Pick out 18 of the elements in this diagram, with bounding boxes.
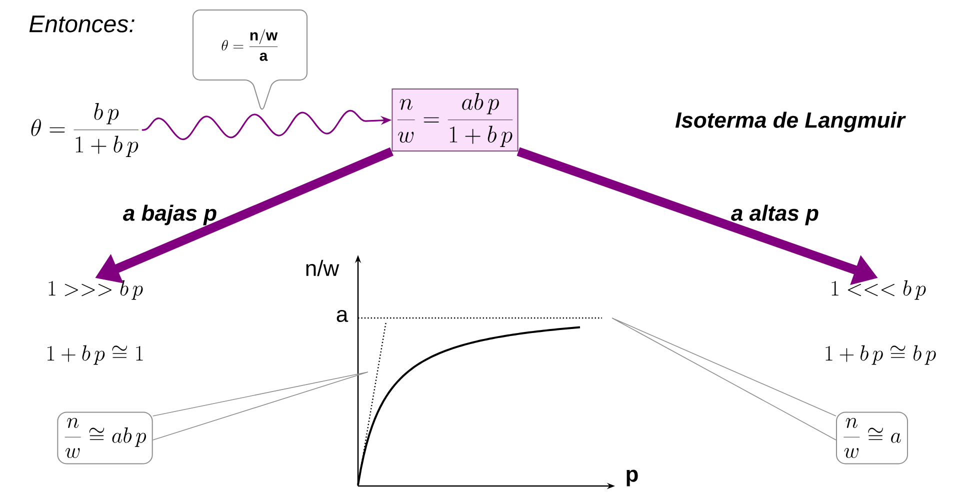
axis-label: n/w [306, 260, 340, 276]
axis-label: p [626, 470, 638, 486]
formula: $\theta=\frac{b\,p}{1+b\,p}$ [31, 103, 138, 157]
edge-label: a bajas p [123, 204, 216, 226]
tick-label: a [336, 310, 348, 322]
callout-box: $\frac{n}{w}\cong a$ [836, 412, 908, 464]
formula: $1>>>b\,p$ [48, 280, 143, 300]
heading-text: Entonces: [29, 16, 134, 32]
edge-label: a altas p [731, 204, 818, 226]
speech-bubble: $\theta=\frac{\mathbf{n/w}}{\mathbf{a}}$ [192, 10, 308, 110]
leader-line [612, 318, 836, 440]
formula: $1+b\,p\cong b\,p$ [826, 345, 936, 365]
formula-box: $\frac{n}{w}=\frac{ab\,p}{1+b\,p}$ [392, 88, 518, 152]
leader-line [152, 372, 368, 440]
formula: $1+b\,p\cong 1$ [48, 345, 143, 365]
callout-box: $\frac{n}{w}\cong ab\,p$ [57, 412, 153, 464]
formula: $1<<<b\,p$ [832, 280, 926, 300]
title-text: Isoterma de Langmuir [675, 112, 906, 132]
